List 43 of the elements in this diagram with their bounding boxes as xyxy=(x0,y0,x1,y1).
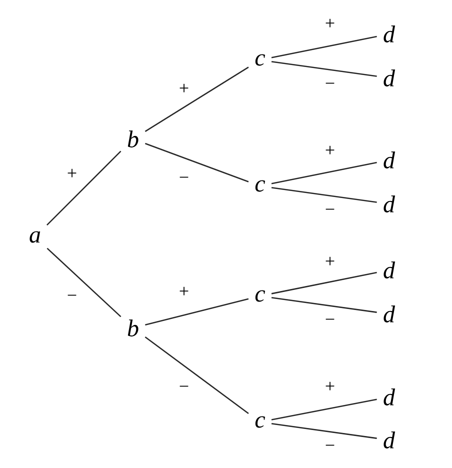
branch-line xyxy=(271,60,377,77)
branch-line xyxy=(271,272,377,294)
variable-label: d xyxy=(384,70,396,86)
branch-line xyxy=(46,248,122,318)
variable-label: d xyxy=(384,306,396,322)
edge-label: − xyxy=(324,444,336,452)
edge-label: − xyxy=(324,318,336,326)
variable-label: d xyxy=(384,152,396,168)
edge-label: − xyxy=(324,82,336,90)
variable-label: d xyxy=(384,196,396,212)
variable-label: d xyxy=(384,26,396,42)
variable-label: c xyxy=(255,180,266,192)
branch-line xyxy=(271,296,377,313)
edge-label: + xyxy=(324,380,336,394)
edge-label: − xyxy=(324,208,336,216)
edge-label: + xyxy=(324,144,336,158)
variable-label: d xyxy=(384,262,396,278)
edge-label: + xyxy=(324,18,336,30)
branch-line xyxy=(144,142,249,182)
edge-label: − xyxy=(178,176,190,184)
variable-label: c xyxy=(255,54,266,66)
branch-line xyxy=(144,336,249,414)
variable-label: a xyxy=(30,231,40,243)
branch-line xyxy=(271,422,377,439)
variable-label: d xyxy=(384,388,396,406)
branch-line xyxy=(271,186,377,203)
edge-label: + xyxy=(66,168,78,180)
variable-label: b xyxy=(128,130,138,148)
branch-line xyxy=(145,298,249,326)
branch-line xyxy=(271,398,377,420)
edge-label: + xyxy=(178,286,190,298)
variable-label: c xyxy=(255,290,266,302)
branch-line xyxy=(271,36,377,58)
variable-label: d xyxy=(384,432,396,448)
branch-line xyxy=(144,66,249,132)
branch-line xyxy=(46,150,122,226)
variable-label: c xyxy=(255,416,266,428)
edge-label: + xyxy=(178,82,190,96)
branch-line xyxy=(271,162,377,184)
edge-label: − xyxy=(178,384,190,394)
edge-label: − xyxy=(66,294,78,302)
edge-label: + xyxy=(324,256,336,268)
variable-label: b xyxy=(128,320,138,336)
